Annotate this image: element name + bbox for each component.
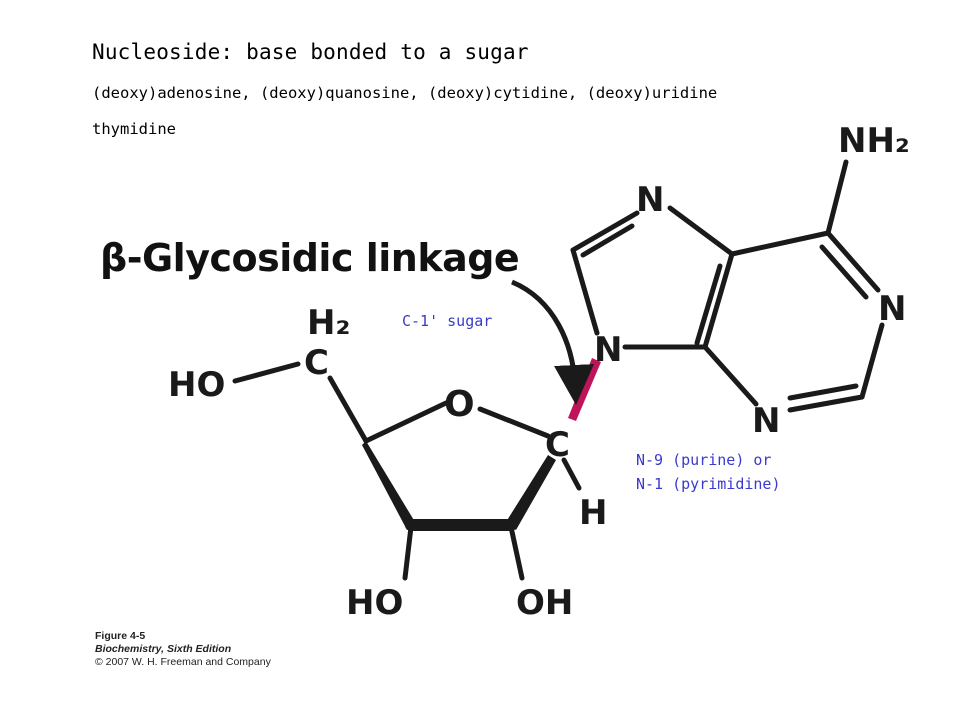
atom-oh2: OH [516,583,573,623]
nucleoside-list: (deoxy)adenosine, (deoxy)quanosine, (deo… [92,84,718,102]
c1-sugar-annotation: C-1' sugar [402,312,493,330]
purine-bonds [570,159,885,413]
atom-nh2: NH₂ [838,121,910,161]
wedge-bond-c1-c2 [506,455,556,530]
atom-ho5: HO [168,365,225,405]
figure-caption: Figure 4-5 Biochemistry, Sixth Edition ©… [95,630,271,669]
figure-number: Figure 4-5 [95,630,146,642]
n9-annotation-line2: N-1 (pyrimidine) [636,475,781,493]
book-title: Biochemistry, Sixth Edition [95,643,232,655]
nucleoside-list-thymidine: thymidine [92,120,176,138]
glycosidic-linkage-label: β-Glycosidic linkage [100,236,520,280]
sugar-bonds [232,361,582,581]
linkage-arrow [511,279,594,405]
wedge-bond-c4-c3 [362,441,415,530]
atom-c1: C [545,425,570,465]
atom-n9: N [594,330,622,370]
n9-annotation: N-9 (purine) or N-1 (pyrimidine) [636,448,781,496]
atom-ho3: HO [346,583,403,623]
atom-c5: C [304,343,329,383]
atom-n7: N [636,180,664,220]
atom-h2-sugar: H₂ [307,303,350,343]
atom-n1: N [878,289,906,329]
atom-h1: H [579,493,607,533]
copyright: © 2007 W. H. Freeman and Company [95,656,271,668]
atom-o-ring: O [444,384,475,425]
atom-n3: N [752,401,780,441]
page-title: Nucleoside: base bonded to a sugar [92,40,529,64]
n9-annotation-line1: N-9 (purine) or [636,451,772,469]
